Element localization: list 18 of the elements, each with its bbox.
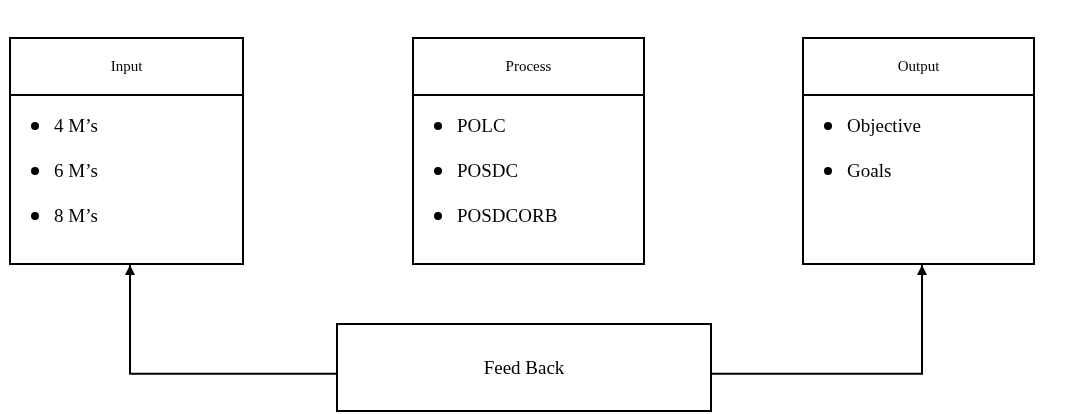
- box-heading: Output: [897, 58, 940, 75]
- box-heading: Input: [110, 58, 143, 75]
- list-item: 8 M’s: [54, 205, 98, 227]
- process-box: [412, 37, 645, 265]
- list-item: 6 M’s: [54, 160, 98, 182]
- list-item: POLC: [457, 115, 506, 137]
- list-item: Goals: [847, 160, 892, 182]
- list-item: Objective: [847, 115, 921, 137]
- arrow: [711, 264, 927, 375]
- list-item: POSDC: [457, 160, 519, 182]
- box-label: Feed Back: [483, 356, 565, 379]
- arrow: [125, 264, 337, 375]
- box-heading: Process: [505, 58, 552, 75]
- list-item: 4 M’s: [54, 115, 98, 137]
- process-box: [9, 37, 244, 265]
- list-item: POSDCORB: [457, 205, 558, 227]
- process-box: [802, 37, 1035, 265]
- feedback-box: [336, 323, 712, 412]
